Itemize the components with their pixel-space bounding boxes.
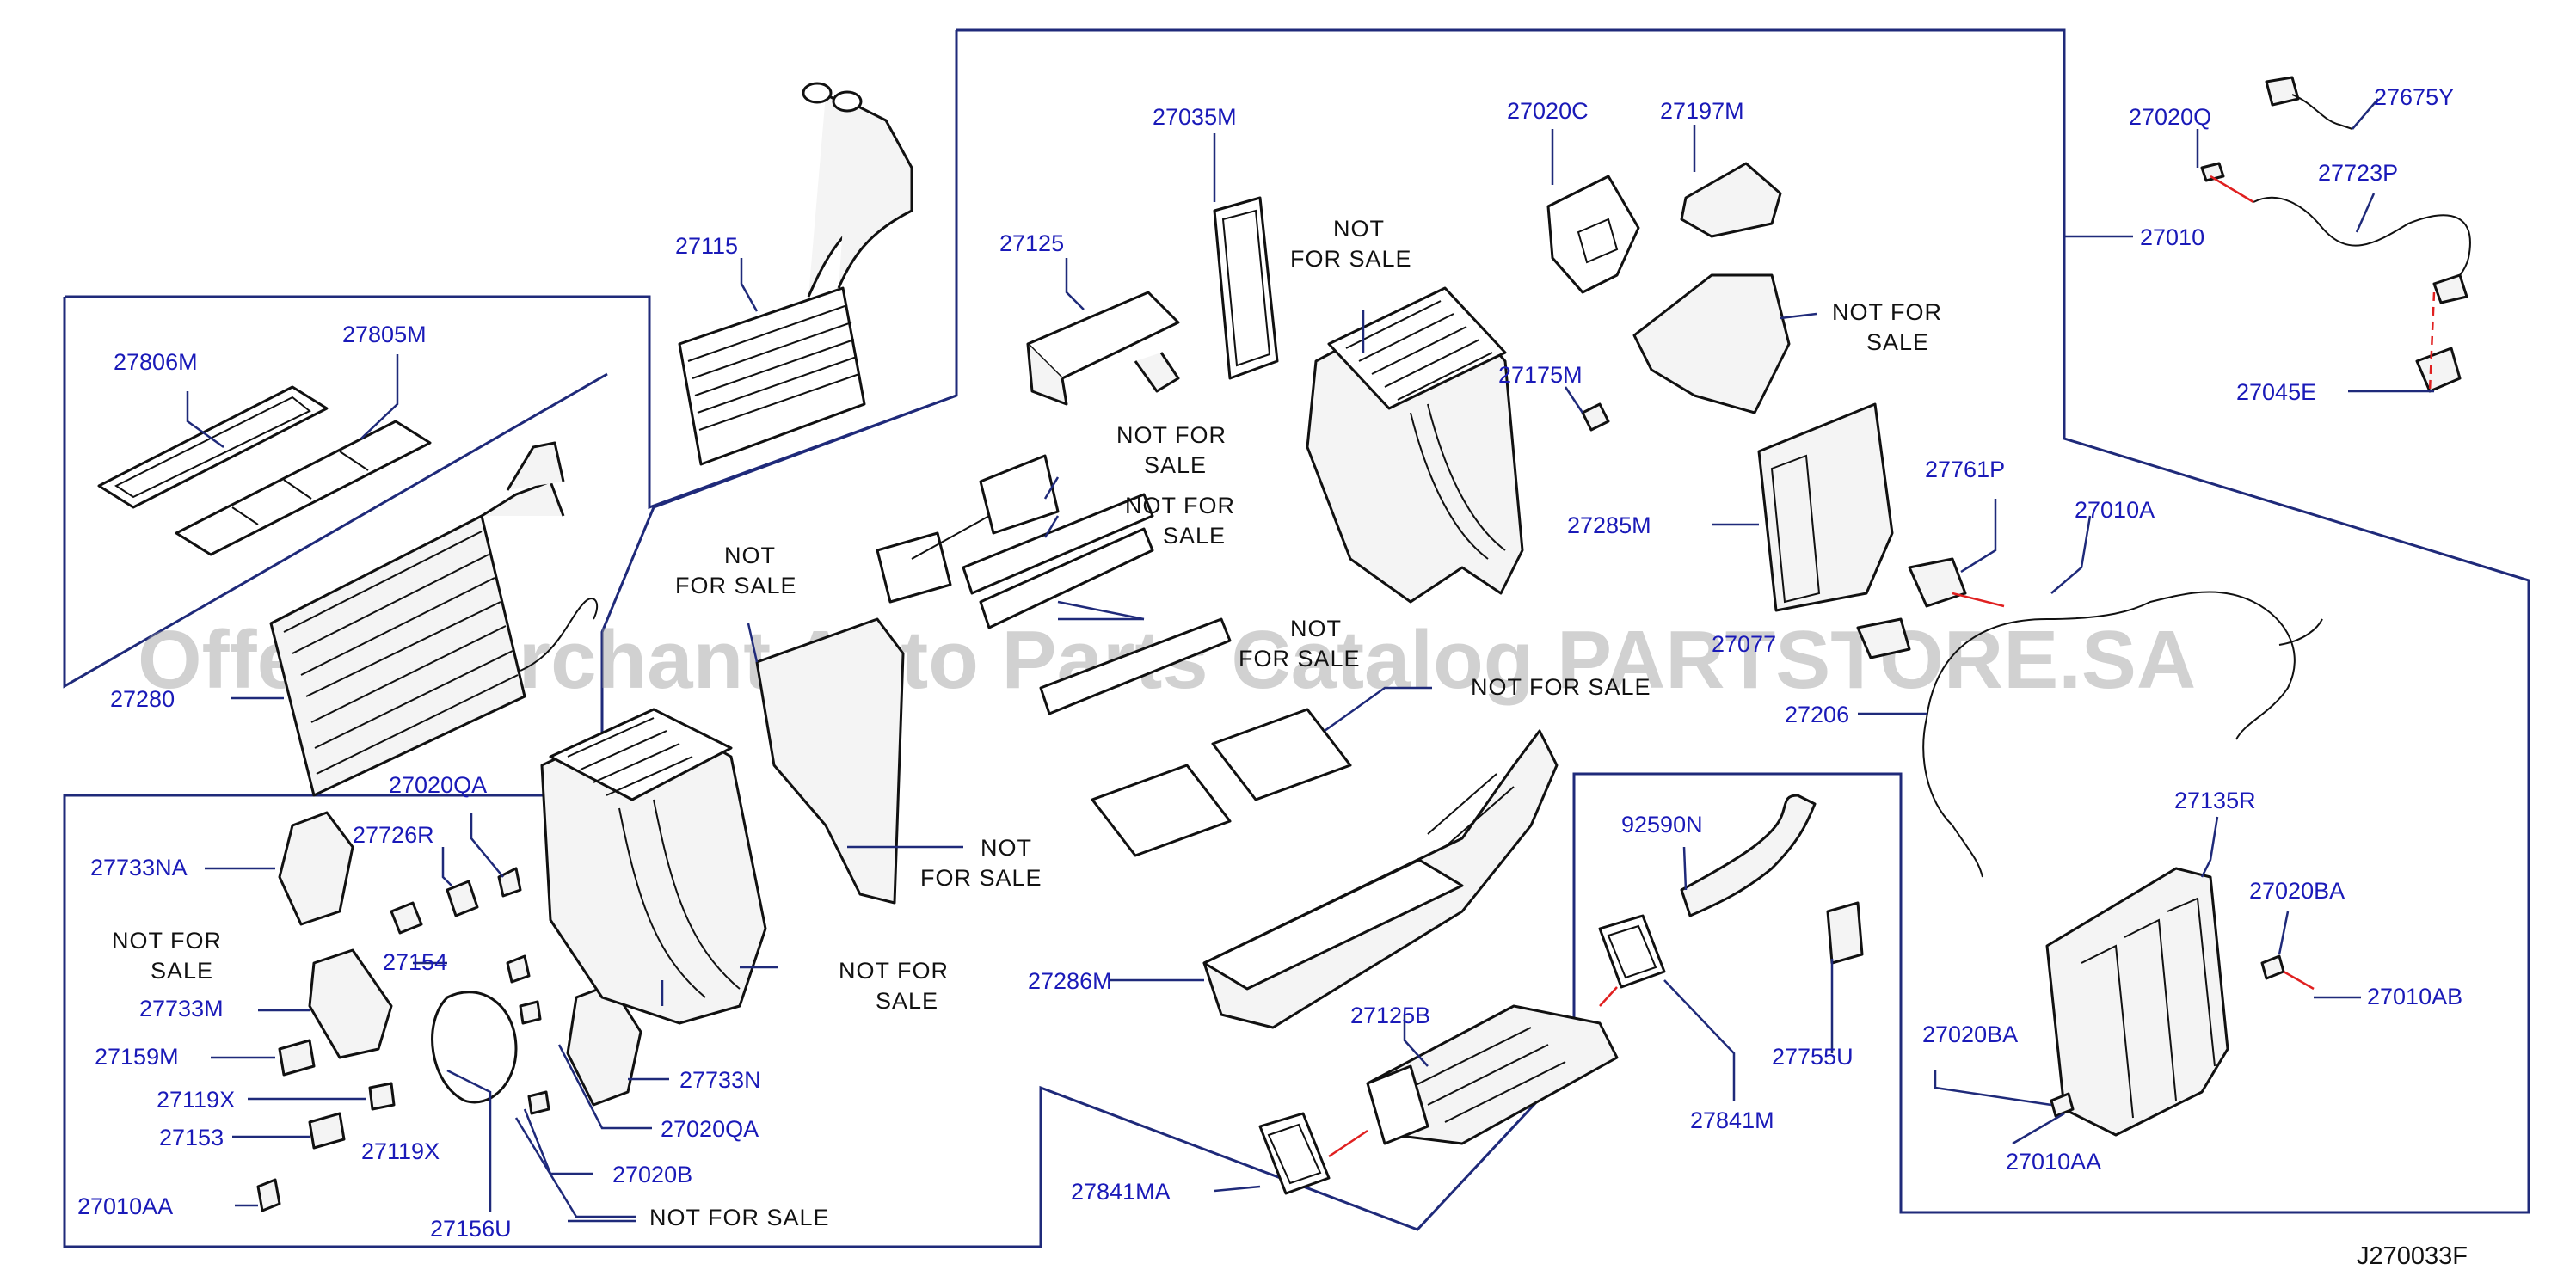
diagram-code: J270033F [2357,1242,2468,1270]
note-nfs-9-b: SALE [151,958,213,984]
part-label-27010[interactable]: 27010 [2140,224,2204,250]
part-label-27020c[interactable]: 27020C [1507,98,1589,124]
connector-27010ab [2283,970,2315,991]
hose-92590n [1680,794,1864,965]
part-label-27726r[interactable]: 27726R [353,822,434,848]
note-nfs-11: NOT FOR SALE [649,1205,830,1230]
part-label-27077[interactable]: 27077 [1712,631,1776,657]
group-not-for-sale: NOT FOR SALE NOT FOR SALE NOT FOR SALE N… [112,216,1942,1230]
connector-27723p-to-27045e [2428,291,2436,392]
note-nfs-1-a: NOT [1333,216,1385,242]
note-nfs-5-b: FOR SALE [675,573,797,598]
note-nfs-7: NOT FOR SALE [1471,674,1651,700]
part-label-27125b[interactable]: 27125B [1350,1003,1430,1028]
part-label-27197m[interactable]: 27197M [1660,98,1744,124]
part-label-27280[interactable]: 27280 [110,686,175,712]
part-label-27733n[interactable]: 27733N [679,1067,761,1093]
part-label-92590n[interactable]: 92590N [1621,812,1703,837]
connector-27841ma [1328,1129,1368,1158]
note-nfs-4-a: NOT FOR [1125,493,1235,518]
group-frames [63,28,2530,1248]
frame-evaporator-kit [65,295,957,510]
part-label-27841ma[interactable]: 27841MA [1071,1179,1171,1205]
duct-27125b [1258,914,1666,1195]
part-label-27733na[interactable]: 27733NA [90,855,188,880]
note-nfs-6-a: NOT [1290,616,1342,641]
duct-27286m [755,617,1559,1029]
note-nfs-10-b: SALE [876,988,938,1014]
part-label-27755u[interactable]: 27755U [1772,1044,1854,1070]
main-case-upper [1306,286,1524,604]
part-label-27733m[interactable]: 27733M [139,996,224,1021]
connector-27020q [2210,175,2254,204]
damper-blades [876,454,1352,857]
part-label-27125[interactable]: 27125 [999,230,1064,256]
note-nfs-1-b: FOR SALE [1290,246,1412,272]
part-label-27156u[interactable]: 27156U [430,1216,512,1242]
part-label-27119x[interactable]: 27119X [157,1087,235,1113]
part-label-27153[interactable]: 27153 [159,1125,224,1150]
part-label-27286m[interactable]: 27286M [1028,968,1112,994]
note-nfs-6-b: FOR SALE [1239,646,1361,672]
part-label-27010aa[interactable]: 27010AA [77,1193,173,1219]
part-label-27115[interactable]: 27115 [675,233,738,259]
group-leaders [186,98,2434,1223]
part-label-27020qa[interactable]: 27020QA [389,772,487,798]
note-nfs-2-b: SALE [1866,329,1929,355]
part-label-27010a[interactable]: 27010A [2075,497,2155,523]
part-label-27020qa-2[interactable]: 27020QA [661,1116,759,1142]
air-filters-drawing [97,385,432,556]
part-label-27159m[interactable]: 27159M [95,1044,179,1070]
part-label-27761p[interactable]: 27761P [1925,457,2005,482]
note-nfs-10-a: NOT FOR [839,958,949,984]
connector-27761p [1952,592,2005,608]
filter-frame-27035m [1213,196,1279,380]
note-nfs-2-a: NOT FOR [1832,299,1942,325]
heater-core-drawing [678,82,913,466]
part-label-27806m[interactable]: 27806M [114,349,198,375]
part-label-27020b[interactable]: 27020B [612,1162,692,1187]
note-nfs-8-b: FOR SALE [920,865,1042,891]
note-nfs-5-a: NOT [724,543,776,568]
part-label-27206[interactable]: 27206 [1785,702,1849,727]
module-27135r [2045,867,2285,1137]
part-label-27175m[interactable]: 27175M [1498,362,1583,388]
part-label-27020ba[interactable]: 27020BA [2249,878,2345,904]
part-label-27154[interactable]: 27154 [383,949,447,975]
frame-main-unit [63,28,2530,1248]
connector-27841m [1599,986,1618,1007]
parts-upper-right [1546,162,1967,659]
part-label-27135r[interactable]: 27135R [2174,788,2256,813]
part-label-27010ab[interactable]: 27010AB [2367,984,2462,1009]
part-label-27285m[interactable]: 27285M [1567,512,1651,538]
evaporator-drawing [269,441,599,797]
note-nfs-8-a: NOT [981,835,1032,861]
frame-evaporator-box [63,297,608,689]
duct-27125 [1026,291,1180,406]
main-case-lower [540,708,767,1025]
wiring-harness-drawing [1922,76,2471,878]
part-label-27119x-2[interactable]: 27119X [361,1138,440,1164]
group-part-labels: 27115 27806M 27805M 27280 27035M 27125 2… [77,84,2462,1242]
part-label-27045e[interactable]: 27045E [2236,379,2316,405]
part-label-27035m[interactable]: 27035M [1153,104,1237,130]
actuators-drawing [256,811,642,1212]
part-label-27010aa-2[interactable]: 27010AA [2006,1149,2101,1175]
part-label-27805m[interactable]: 27805M [342,322,427,347]
part-label-27020q[interactable]: 27020Q [2129,104,2211,130]
note-nfs-9-a: NOT FOR [112,928,222,954]
group-illustrations [97,76,2471,1212]
note-nfs-3-a: NOT FOR [1116,422,1227,448]
part-label-27841m[interactable]: 27841M [1690,1107,1774,1133]
part-label-27675y[interactable]: 27675Y [2374,84,2454,110]
part-label-27020ba-2[interactable]: 27020BA [1922,1021,2018,1047]
note-nfs-3-b: SALE [1144,452,1207,478]
note-nfs-4-b: SALE [1163,523,1226,549]
part-label-27723p[interactable]: 27723P [2318,160,2398,186]
